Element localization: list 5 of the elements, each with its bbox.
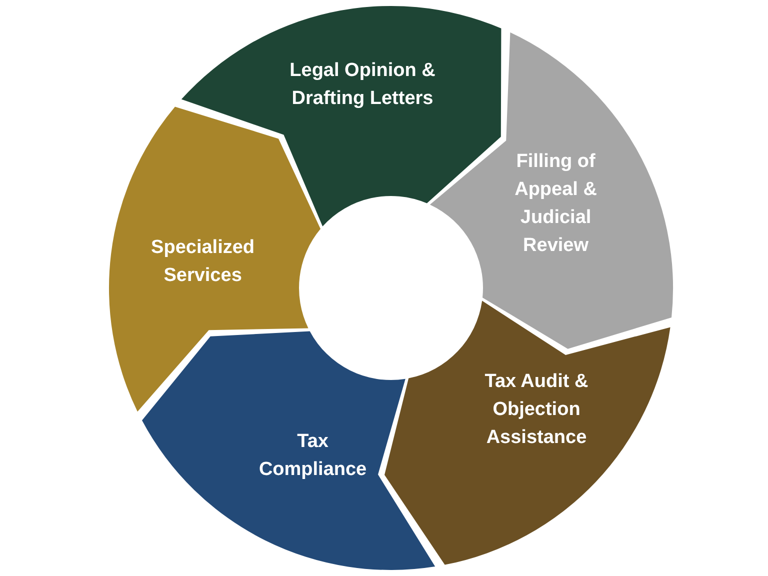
segment-label: Tax Compliance <box>258 430 368 482</box>
segment-label: Specialized Services <box>150 236 256 288</box>
segment-label: Tax Audit & Objection Assistance <box>484 370 590 450</box>
segment-label: Legal Opinion & Drafting Letters <box>288 59 436 111</box>
segment-label: Filling of Appeal & Judicial Review <box>514 150 598 258</box>
